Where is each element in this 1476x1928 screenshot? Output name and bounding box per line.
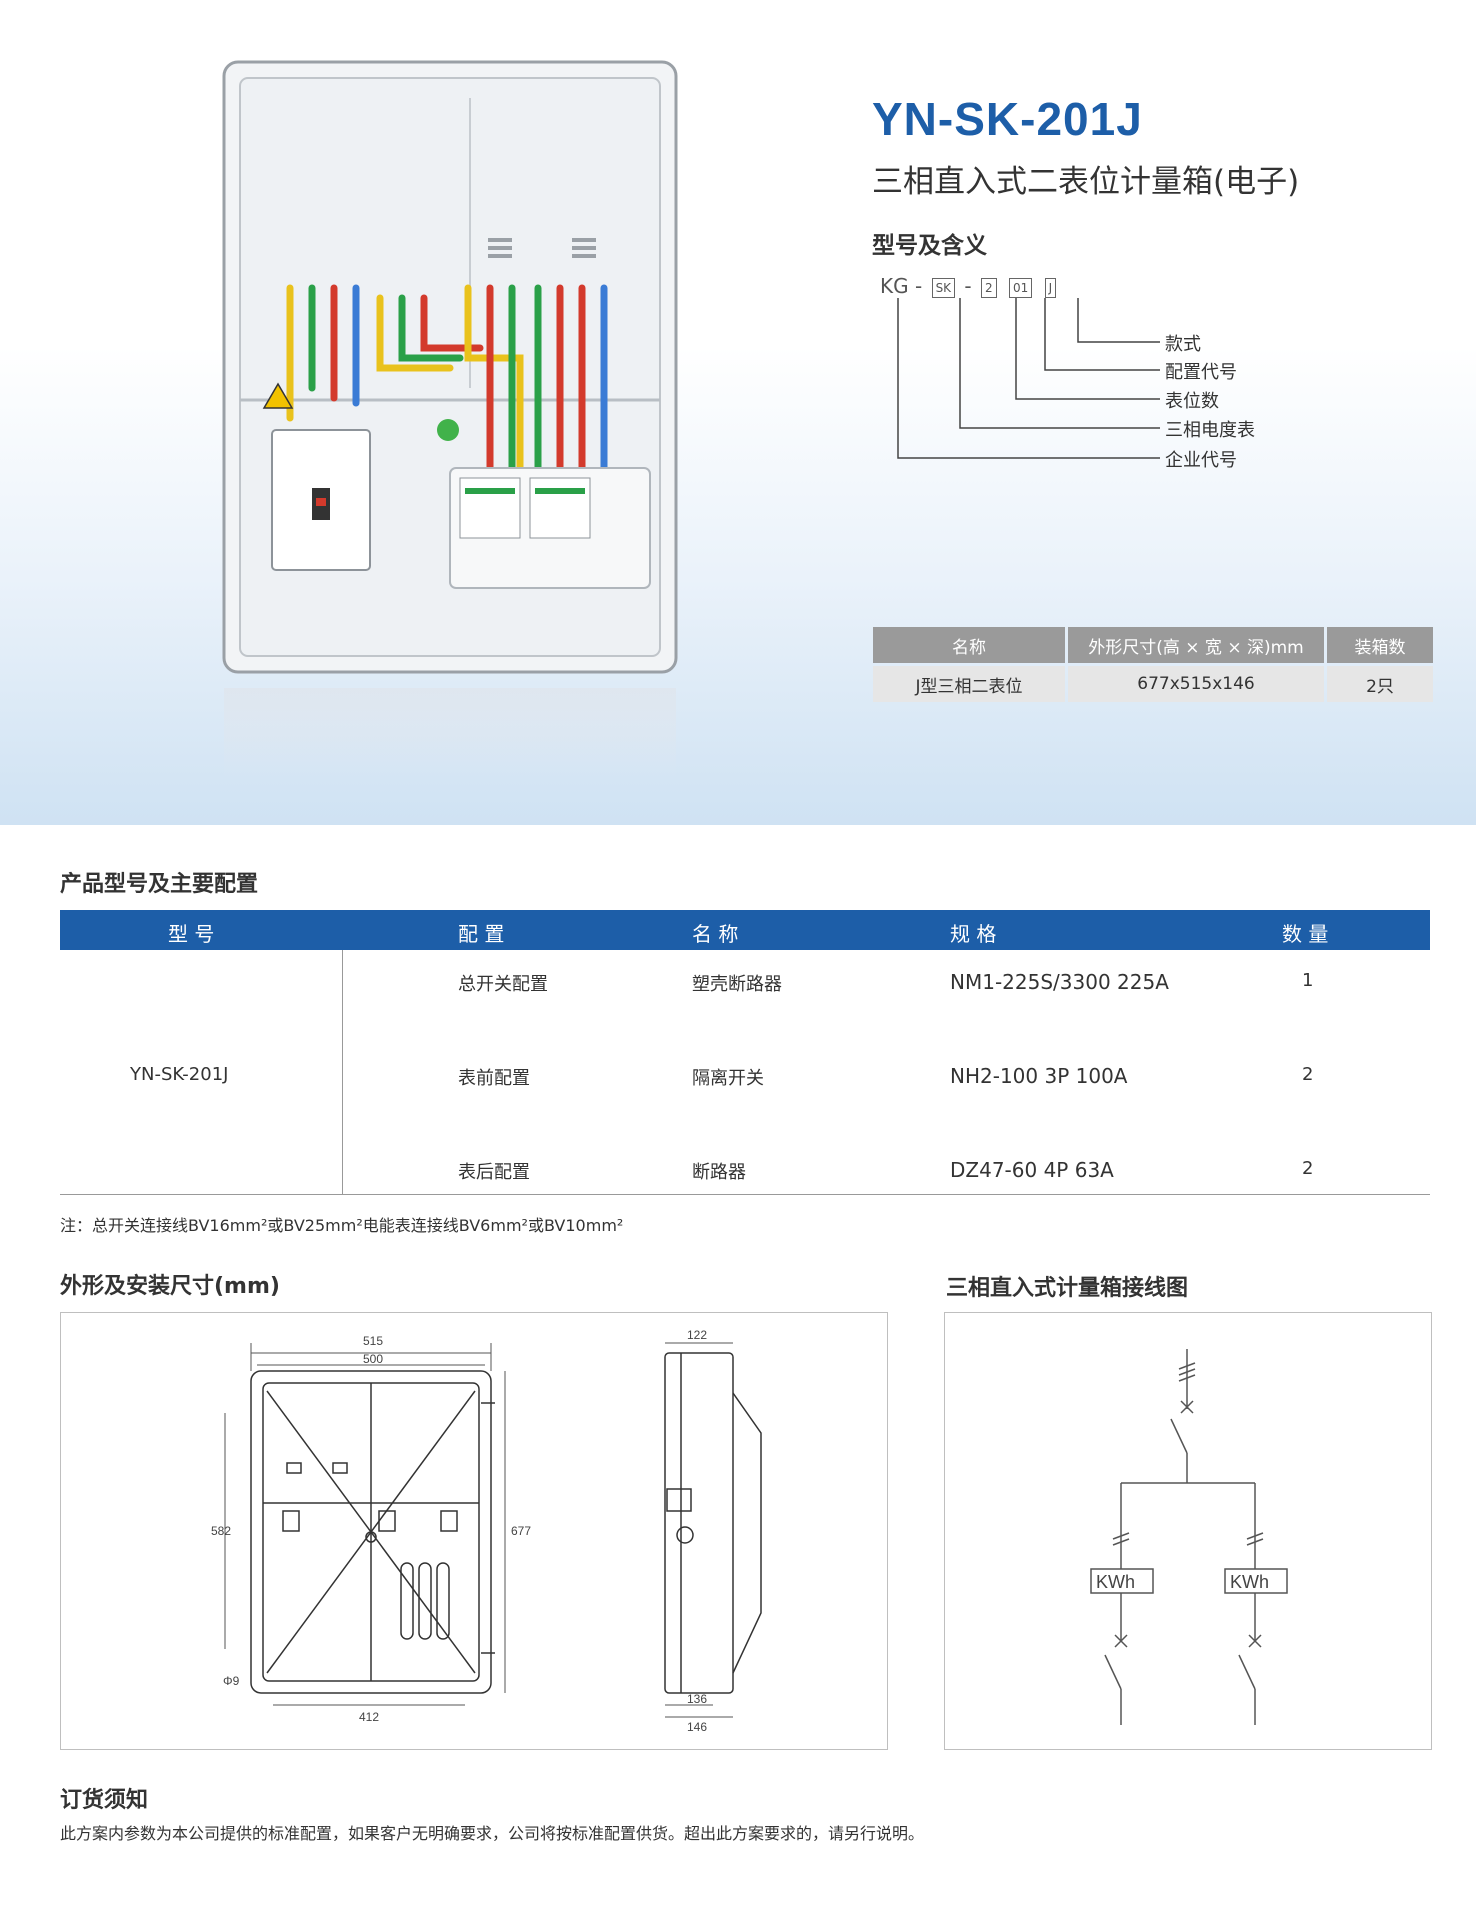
wiring-panel: KWh KWh xyxy=(944,1312,1432,1750)
config-row-1-spec: NM1-225S/3300 225A xyxy=(950,970,1169,994)
config-model: YN-SK-201J xyxy=(130,1064,229,1085)
config-row-3-qty: 2 xyxy=(1302,1158,1314,1179)
config-row-1-name: 塑壳断路器 xyxy=(692,974,782,995)
model-title: YN-SK-201J xyxy=(872,93,1143,145)
code-box-2: 2 xyxy=(981,277,997,298)
config-row-2-config: 表前配置 xyxy=(458,1068,530,1089)
order-text: 此方案内参数为本公司提供的标准配置，如果客户无明确要求，公司将按标准配置供货。超… xyxy=(60,1824,925,1843)
code-leader-lines xyxy=(897,298,1160,459)
code-box-01: 01 xyxy=(1009,277,1033,298)
code-box-sk: SK xyxy=(931,277,956,298)
code-prefix: KG xyxy=(880,274,909,298)
dim-500: 500 xyxy=(363,1352,383,1366)
spec-cell-size: 677x515x146 xyxy=(1068,666,1324,702)
config-bottom-rule xyxy=(60,1194,1430,1195)
dim-146: 146 xyxy=(687,1720,707,1734)
spec-header-size: 外形尺寸(高 × 宽 × 深)mm xyxy=(1068,627,1324,663)
config-row-1-config: 总开关配置 xyxy=(458,974,548,995)
config-header-qty: 数 量 xyxy=(1282,922,1329,946)
product-subtitle: 三相直入式二表位计量箱(电子) xyxy=(872,164,1300,200)
config-row-2-qty: 2 xyxy=(1302,1064,1314,1085)
spec-header-name: 名称 xyxy=(873,627,1065,663)
order-title: 订货须知 xyxy=(60,1788,149,1813)
config-header-config: 配 置 xyxy=(458,922,505,946)
config-row-2-name: 隔离开关 xyxy=(692,1068,764,1089)
config-note: 注：总开关连接线BV16mm²或BV25mm²电能表连接线BV6mm²或BV10… xyxy=(60,1216,624,1235)
config-section-title: 产品型号及主要配置 xyxy=(60,872,259,897)
code-sep: - xyxy=(964,274,972,298)
code-box-j: J xyxy=(1044,277,1057,298)
config-header-name: 名 称 xyxy=(692,922,739,946)
legend-style: 款式 xyxy=(1165,334,1201,355)
dimension-drawing: 515 500 582 677 412 Φ9 122 136 146 xyxy=(211,1328,762,1734)
model-meaning-title: 型号及含义 xyxy=(872,233,987,259)
config-row-3-spec: DZ47-60 4P 63A xyxy=(950,1158,1114,1182)
meter-label-right: KWh xyxy=(1230,1572,1269,1592)
dim-412: 412 xyxy=(359,1710,379,1724)
config-row-3-config: 表后配置 xyxy=(458,1162,530,1183)
dim-677: 677 xyxy=(511,1524,531,1538)
spec-table: 名称 外形尺寸(高 × 宽 × 深)mm 装箱数 J型三相二表位 677x515… xyxy=(870,624,1436,705)
dim-136: 136 xyxy=(687,1692,707,1706)
wiring-title: 三相直入式计量箱接线图 xyxy=(946,1276,1189,1301)
legend-position-count: 表位数 xyxy=(1165,391,1219,412)
config-row-2-spec: NH2-100 3P 100A xyxy=(950,1064,1128,1088)
meter-label-left: KWh xyxy=(1096,1572,1135,1592)
dim-582: 582 xyxy=(211,1524,231,1538)
dim-hole: Φ9 xyxy=(223,1674,240,1688)
config-table-header: 型 号 配 置 名 称 规 格 数 量 xyxy=(60,910,1430,950)
wiring-diagram: KWh KWh xyxy=(1090,1349,1288,1725)
legend-config-code: 配置代号 xyxy=(1165,362,1237,383)
config-divider xyxy=(342,950,343,1194)
spec-cell-qty: 2只 xyxy=(1327,666,1433,702)
code-sep: - xyxy=(914,274,923,298)
product-photo xyxy=(222,60,678,778)
spec-cell-name: J型三相二表位 xyxy=(873,666,1065,702)
config-header-model: 型 号 xyxy=(168,922,215,946)
dimensions-panel: 515 500 582 677 412 Φ9 122 136 146 xyxy=(60,1312,888,1750)
dimensions-title: 外形及安装尺寸(mm) xyxy=(60,1274,280,1299)
config-row-1-qty: 1 xyxy=(1302,970,1314,991)
dim-515: 515 xyxy=(363,1334,383,1348)
spec-header-qty: 装箱数 xyxy=(1327,627,1433,663)
config-row-3-name: 断路器 xyxy=(692,1162,746,1183)
dim-122: 122 xyxy=(687,1328,707,1342)
legend-company-code: 企业代号 xyxy=(1165,450,1237,471)
legend-meter: 三相电度表 xyxy=(1165,420,1255,441)
config-header-spec: 规 格 xyxy=(950,922,997,946)
model-code: KG - SK - 2 01 J xyxy=(880,274,1059,298)
